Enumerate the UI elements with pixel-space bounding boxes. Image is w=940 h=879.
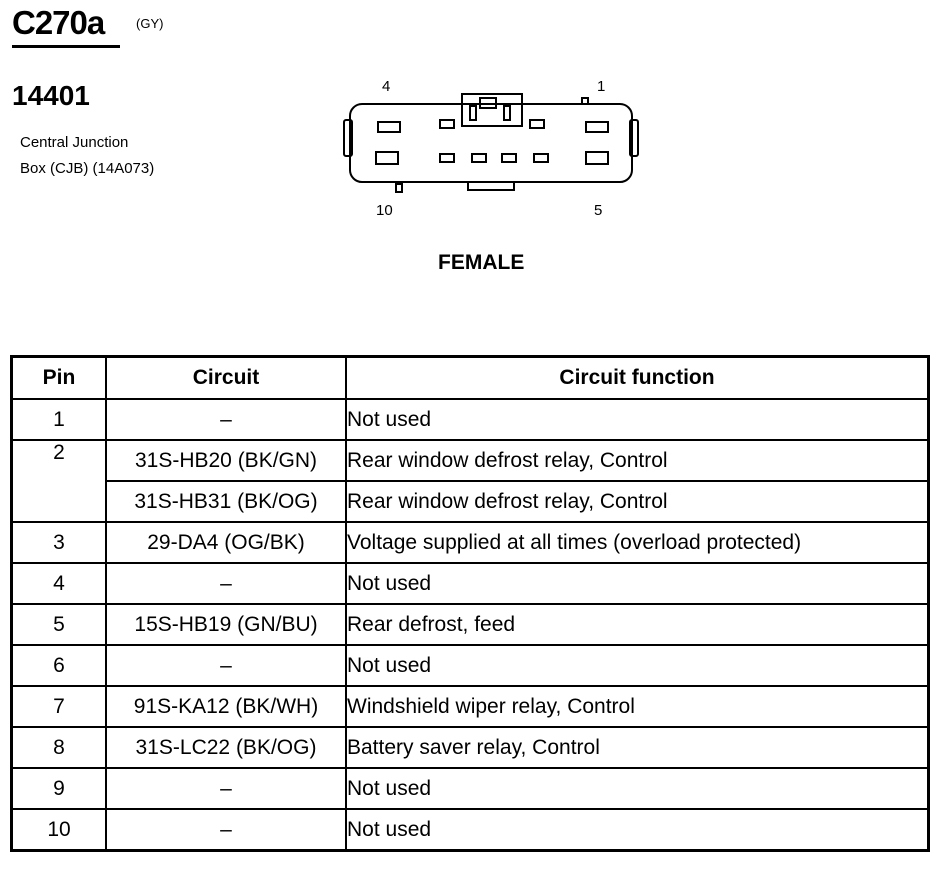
pin-cell: 5 xyxy=(10,603,107,646)
header-pin: Pin xyxy=(10,355,107,400)
header-circuit-function: Circuit function xyxy=(345,355,930,400)
part-number: 14401 xyxy=(12,80,90,111)
function-cell: Not used xyxy=(345,562,930,605)
pin-cell: 6 xyxy=(10,644,107,687)
pin-cell: 9 xyxy=(10,767,107,810)
table-row: 2 31S-HB20 (BK/GN) Rear window defrost r… xyxy=(10,439,930,523)
title-underline xyxy=(12,45,120,48)
pin-cell: 2 xyxy=(10,439,107,523)
pin-label-4: 4 xyxy=(382,78,391,95)
pin-label-5: 5 xyxy=(594,202,603,219)
pin-cell: 10 xyxy=(10,808,107,852)
table-row: 3 29-DA4 (OG/BK) Voltage supplied at all… xyxy=(10,521,930,564)
table-row: 7 91S-KA12 (BK/WH) Windshield wiper rela… xyxy=(10,685,930,728)
function-cell: Not used xyxy=(345,808,930,852)
pin-label-1: 1 xyxy=(597,78,606,95)
table-row: 1 – Not used xyxy=(10,398,930,441)
pin-cell: 8 xyxy=(10,726,107,769)
header-circuit: Circuit xyxy=(105,355,347,400)
table-row: 5 15S-HB19 (GN/BU) Rear defrost, feed xyxy=(10,603,930,646)
function-cell: Not used xyxy=(345,398,930,441)
table-row: 8 31S-LC22 (BK/OG) Battery saver relay, … xyxy=(10,726,930,769)
description-line-2: Box (CJB) (14A073) xyxy=(20,160,155,177)
connector-face-diagram xyxy=(343,93,639,193)
function-cell: Rear window defrost relay, Control xyxy=(345,439,930,482)
circuit-cell: – xyxy=(105,808,347,852)
function-cell: Rear window defrost relay, Control xyxy=(345,480,930,523)
pin-cell: 4 xyxy=(10,562,107,605)
table-row: 10 – Not used xyxy=(10,808,930,852)
pin-cell: 7 xyxy=(10,685,107,728)
circuit-cell: 31S-HB31 (BK/OG) xyxy=(105,480,347,523)
circuit-cell: 31S-LC22 (BK/OG) xyxy=(105,726,347,769)
connector-id: C270a xyxy=(12,4,105,41)
function-cell: Not used xyxy=(345,644,930,687)
function-cell: Battery saver relay, Control xyxy=(345,726,930,769)
connector-color-code: (GY) xyxy=(136,16,164,31)
circuit-cell: 29-DA4 (OG/BK) xyxy=(105,521,347,564)
circuit-cell: – xyxy=(105,398,347,441)
connector-gender-label: FEMALE xyxy=(438,251,525,274)
pinout-table: Pin Circuit Circuit function 1 – Not use… xyxy=(10,355,930,852)
table-row: 4 – Not used xyxy=(10,562,930,605)
pin-cell: 3 xyxy=(10,521,107,564)
table-header-row: Pin Circuit Circuit function xyxy=(10,355,930,400)
function-cell: Voltage supplied at all times (overload … xyxy=(345,521,930,564)
circuit-cell: 91S-KA12 (BK/WH) xyxy=(105,685,347,728)
pin-cell: 1 xyxy=(10,398,107,441)
circuit-cell: 15S-HB19 (GN/BU) xyxy=(105,603,347,646)
pin-label-10: 10 xyxy=(376,202,393,219)
function-cell: Rear defrost, feed xyxy=(345,603,930,646)
table-row: 6 – Not used xyxy=(10,644,930,687)
circuit-cell: – xyxy=(105,644,347,687)
circuit-cell: – xyxy=(105,767,347,810)
function-cell: Not used xyxy=(345,767,930,810)
description-line-1: Central Junction xyxy=(20,134,129,151)
table-row: 9 – Not used xyxy=(10,767,930,810)
circuit-cell: – xyxy=(105,562,347,605)
table-row: 31S-HB31 (BK/OG) Rear window defrost rel… xyxy=(12,480,930,523)
function-cell: Windshield wiper relay, Control xyxy=(345,685,930,728)
circuit-cell: 31S-HB20 (BK/GN) xyxy=(105,439,347,482)
